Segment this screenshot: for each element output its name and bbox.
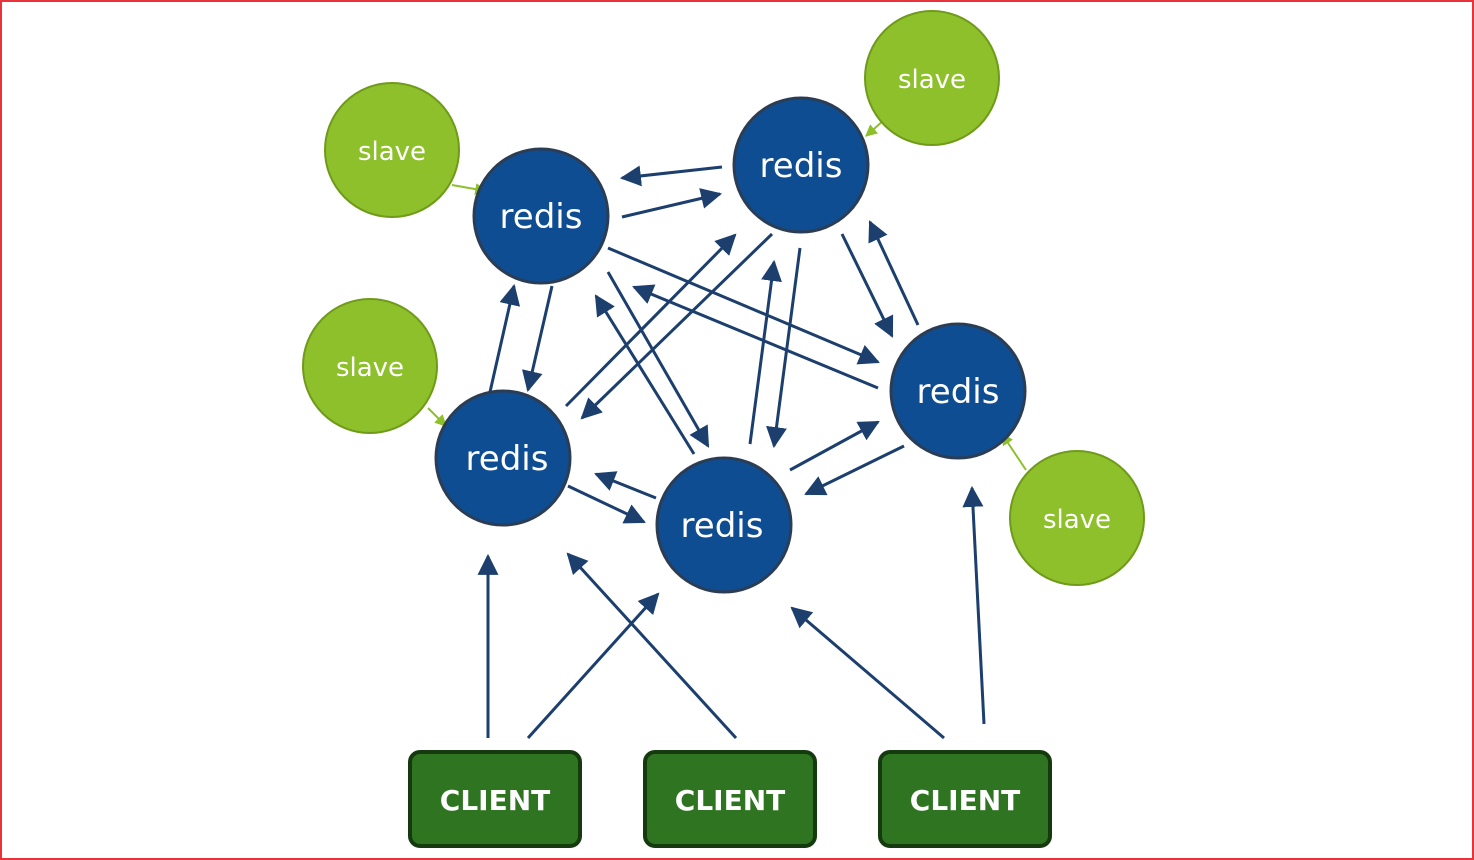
redis-node-4: redis	[889, 322, 1027, 460]
arrow-r2-to-r1	[619, 165, 723, 187]
arrow-r5-to-r1	[594, 294, 696, 455]
redis-node-1: redis	[472, 147, 610, 285]
arrow-r4-to-r5	[804, 444, 905, 496]
arrow-r2-to-r3	[580, 232, 774, 420]
arrow-r3-to-r1	[488, 283, 521, 393]
arrow-r5-to-r4	[789, 420, 880, 472]
slave-node-3-label: slave	[336, 353, 404, 383]
arrow-c2-to-r3	[566, 552, 738, 740]
slave-node-1-label: slave	[358, 137, 426, 167]
redis-node-3: redis	[434, 389, 572, 527]
redis-node-1-label: redis	[500, 197, 583, 237]
arrow-r4-to-r2	[868, 220, 920, 326]
arrow-r1-to-r5	[606, 271, 710, 448]
redis-node-3-label: redis	[466, 439, 549, 479]
arrow-r1-to-r3	[522, 285, 554, 393]
client-box-3-label: CLIENT	[910, 784, 1020, 817]
arrow-c3-to-r5	[790, 606, 945, 740]
arrow-r2-to-r4	[840, 233, 894, 338]
slave-node-1: slave	[324, 82, 460, 218]
arrow-r1-to-r4	[607, 246, 880, 365]
connections	[477, 165, 986, 740]
arrow-r1-to-r2	[621, 188, 723, 219]
arrow-s4-to-r4	[1001, 433, 1027, 471]
slave-node-2-label: slave	[898, 65, 966, 95]
arrow-r5-to-r3	[594, 471, 657, 500]
arrow-r3-to-r2	[564, 233, 737, 408]
client-box-1-label: CLIENT	[440, 784, 550, 817]
client-box-2-label: CLIENT	[675, 784, 785, 817]
slave-node-2: slave	[864, 10, 1000, 146]
slave-node-3: slave	[302, 298, 438, 434]
redis-node-5-label: redis	[681, 506, 764, 546]
client-box-2: CLIENT	[643, 750, 817, 848]
arrow-r2-to-r5	[766, 247, 802, 449]
client-box-1: CLIENT	[408, 750, 582, 848]
arrow-r4-to-r1	[632, 284, 879, 390]
arrow-r5-to-r2	[748, 259, 782, 445]
arrow-r3-to-r5	[567, 484, 646, 524]
slave-node-4: slave	[1009, 450, 1145, 586]
arrow-c1-to-r5	[526, 592, 660, 740]
redis-node-2-label: redis	[760, 146, 843, 186]
slave-node-4-label: slave	[1043, 505, 1111, 535]
redis-node-2: redis	[732, 96, 870, 234]
redis-node-4-label: redis	[917, 372, 1000, 412]
arrow-s3-to-r3	[427, 407, 447, 427]
redis-node-5: redis	[655, 456, 793, 594]
arrow-c3-to-r4	[962, 485, 986, 725]
client-box-3: CLIENT	[878, 750, 1052, 848]
